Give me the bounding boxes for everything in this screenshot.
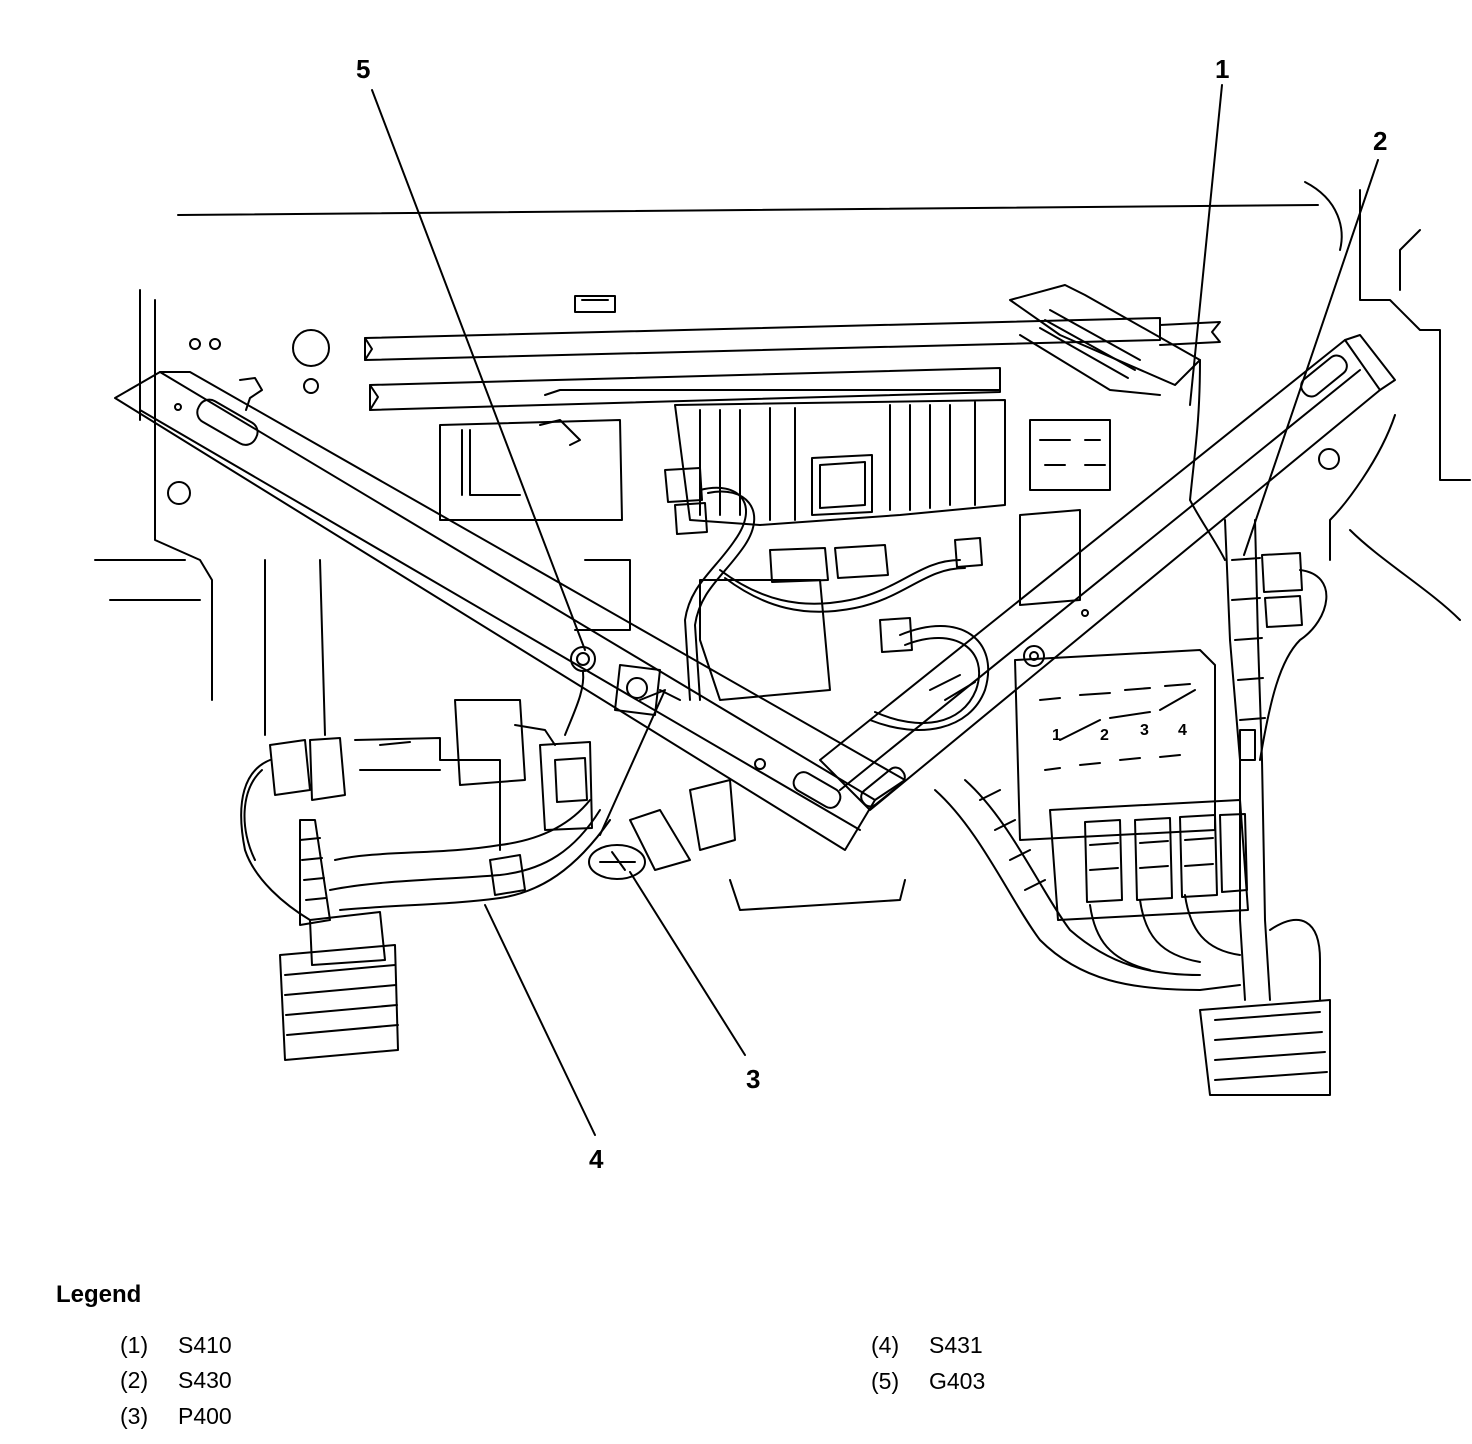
legend-item-label: P400 (178, 1403, 232, 1429)
legend-item-number: (4) (871, 1332, 900, 1358)
connector-block-label-1: 1 (1052, 727, 1061, 744)
legend-item: (4) S431 (871, 1332, 983, 1359)
legend-title: Legend (56, 1281, 142, 1308)
upper-rails (364, 295, 1221, 411)
connector-block (1014, 649, 1249, 921)
legend-item-label: G403 (929, 1368, 986, 1394)
right-cross-beam (819, 334, 1396, 811)
legend-item-number: (5) (871, 1368, 900, 1394)
dash-panel-outline (94, 181, 1471, 736)
legend-item-label: S410 (178, 1332, 232, 1358)
leader-5 (371, 89, 586, 651)
callout-4: 4 (589, 1144, 604, 1174)
leader-1 (1189, 84, 1223, 406)
leader-3 (629, 871, 746, 1056)
lower-right-harness (934, 779, 1241, 991)
legend-item-number: (2) (120, 1367, 149, 1393)
left-harness (240, 699, 611, 1061)
legend-item: (5) G403 (871, 1368, 985, 1395)
central-module (674, 399, 1111, 526)
leader-2 (1243, 159, 1379, 556)
top-right-connector (1009, 284, 1226, 561)
legend-item-number: (3) (120, 1403, 149, 1429)
callout-leaders (371, 84, 1379, 1136)
connector-block-label-2: 2 (1100, 727, 1109, 744)
connector-block-label-4: 4 (1178, 722, 1187, 739)
right-harness (1199, 519, 1331, 1096)
ground-and-plug (564, 646, 906, 911)
legend-item: (3) P400 (120, 1403, 232, 1430)
callout-2: 2 (1373, 126, 1388, 156)
legend-item-label: S430 (178, 1367, 232, 1393)
legend-item-label: S431 (929, 1332, 983, 1358)
connector-block-label-3: 3 (1140, 722, 1149, 739)
callout-3: 3 (746, 1064, 761, 1094)
left-cross-beam (114, 371, 906, 851)
legend-item: (1) S410 (120, 1332, 232, 1359)
legend-item-number: (1) (120, 1332, 149, 1358)
leader-4 (484, 904, 596, 1136)
legend-item: (2) S430 (120, 1367, 232, 1394)
callout-5: 5 (356, 54, 371, 84)
callout-1: 1 (1215, 54, 1230, 84)
middle-harness (664, 467, 990, 731)
